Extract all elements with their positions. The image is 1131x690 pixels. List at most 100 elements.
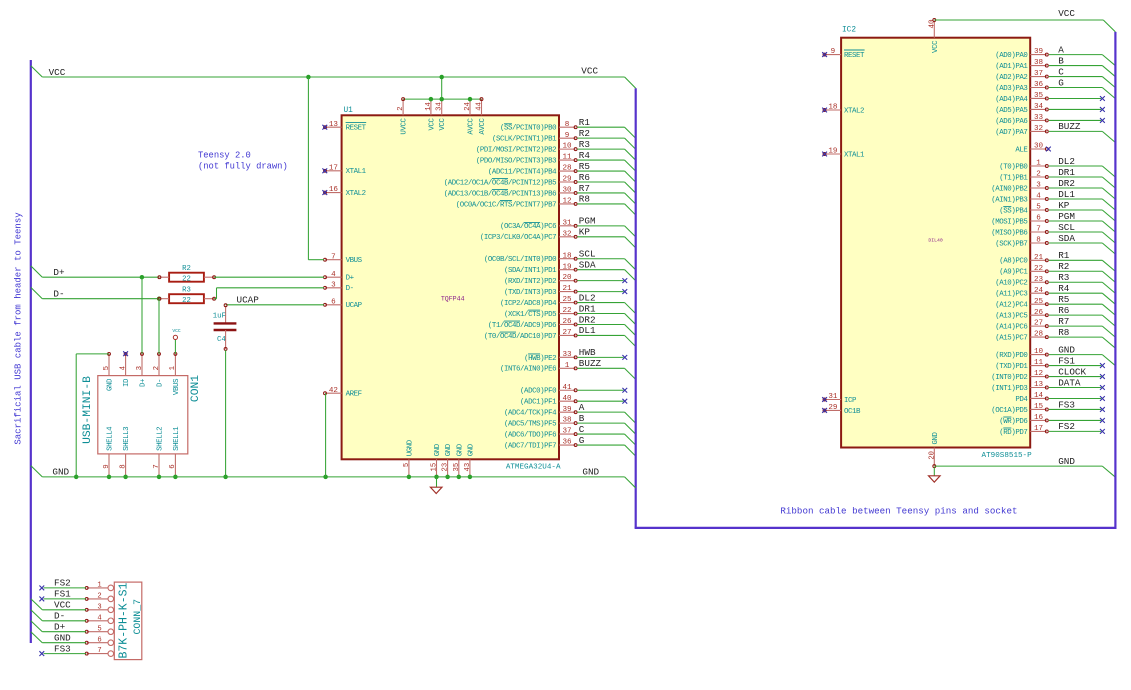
svg-text:(ADC13/OC1B/OC4B/PCINT13)PB6: (ADC13/OC1B/OC4B/PCINT13)PB6 xyxy=(444,190,556,198)
svg-text:SHELL1: SHELL1 xyxy=(173,426,181,451)
svg-text:6: 6 xyxy=(97,636,101,644)
svg-text:19: 19 xyxy=(562,263,572,271)
svg-text:R8: R8 xyxy=(1058,327,1069,338)
svg-text:22: 22 xyxy=(562,307,572,315)
svg-text:VBUS: VBUS xyxy=(173,378,181,395)
svg-text:(A8)PC0: (A8)PC0 xyxy=(999,258,1027,266)
svg-text:6: 6 xyxy=(331,298,336,306)
svg-text:40: 40 xyxy=(562,395,572,403)
svg-text:(AD7)PA7: (AD7)PA7 xyxy=(995,129,1027,137)
svg-text:1: 1 xyxy=(1036,160,1041,168)
svg-text:21: 21 xyxy=(1034,254,1044,262)
svg-text:D-: D- xyxy=(53,289,64,300)
svg-text:VCC: VCC xyxy=(439,118,447,131)
svg-text:ID: ID xyxy=(123,378,131,387)
svg-text:GND: GND xyxy=(932,431,940,444)
svg-text:R4: R4 xyxy=(579,150,591,161)
svg-text:9: 9 xyxy=(103,464,111,468)
svg-text:XTAL1: XTAL1 xyxy=(346,168,367,176)
svg-text:39: 39 xyxy=(562,406,572,414)
svg-text:SDA: SDA xyxy=(1058,233,1075,244)
svg-text:29: 29 xyxy=(562,176,572,184)
svg-text:32: 32 xyxy=(1034,125,1044,133)
svg-text:7: 7 xyxy=(97,647,101,655)
svg-text:22: 22 xyxy=(182,275,191,283)
svg-text:(A11)PC3: (A11)PC3 xyxy=(995,291,1027,299)
svg-text:XTAL1: XTAL1 xyxy=(844,151,865,159)
svg-text:ICP: ICP xyxy=(844,397,857,405)
svg-text:5: 5 xyxy=(103,366,111,370)
svg-text:(ADC12/OC1A/OC4B/PCINT12)PB5: (ADC12/OC1A/OC4B/PCINT12)PB5 xyxy=(444,179,556,187)
svg-text:34: 34 xyxy=(436,102,444,111)
svg-text:(RD)PD7: (RD)PD7 xyxy=(999,429,1027,437)
svg-text:40: 40 xyxy=(928,19,936,29)
svg-text:(ICP3/CLK0/OC4A)PC7: (ICP3/CLK0/OC4A)PC7 xyxy=(480,234,556,242)
svg-text:14: 14 xyxy=(1034,392,1044,400)
svg-text:DIL40: DIL40 xyxy=(928,238,943,244)
svg-text:D-: D- xyxy=(156,379,164,387)
svg-text:(AD2)PA2: (AD2)PA2 xyxy=(995,74,1027,82)
svg-text:Ribbon cable between Teensy pi: Ribbon cable between Teensy pins and soc… xyxy=(780,506,1017,517)
svg-text:(INT0)PD2: (INT0)PD2 xyxy=(991,374,1027,382)
svg-text:C: C xyxy=(579,424,585,435)
svg-text:(ICP2/ADC8)PD4: (ICP2/ADC8)PD4 xyxy=(500,300,557,308)
svg-text:VCC: VCC xyxy=(581,66,598,77)
svg-text:14: 14 xyxy=(425,102,433,111)
svg-text:AVCC: AVCC xyxy=(479,118,487,135)
svg-text:DATA: DATA xyxy=(1058,377,1081,388)
svg-text:12: 12 xyxy=(562,198,572,206)
svg-text:FS3: FS3 xyxy=(54,643,71,654)
svg-text:(not fully drawn): (not fully drawn) xyxy=(198,161,288,171)
svg-text:A: A xyxy=(1058,44,1064,55)
svg-text:31: 31 xyxy=(562,219,572,227)
svg-text:GND: GND xyxy=(1058,344,1075,355)
svg-text:4: 4 xyxy=(331,271,336,279)
svg-text:(A12)PC4: (A12)PC4 xyxy=(995,302,1028,310)
svg-text:RESET: RESET xyxy=(844,52,865,60)
svg-text:37: 37 xyxy=(1034,70,1043,78)
svg-text:4: 4 xyxy=(119,365,127,370)
svg-text:13: 13 xyxy=(1034,381,1044,389)
svg-text:3: 3 xyxy=(331,281,336,289)
svg-text:C4: C4 xyxy=(217,336,226,344)
svg-text:(RXD)PD0: (RXD)PD0 xyxy=(995,352,1027,360)
svg-text:R7: R7 xyxy=(1058,316,1069,327)
svg-text:1: 1 xyxy=(565,362,570,370)
svg-text:DR1: DR1 xyxy=(579,303,596,314)
svg-text:RESET: RESET xyxy=(346,125,367,133)
svg-text:SHELL3: SHELL3 xyxy=(123,427,131,451)
svg-text:(PDI/MOSI/PCINT2)PB2: (PDI/MOSI/PCINT2)PB2 xyxy=(476,147,556,155)
svg-text:(AD1)PA1: (AD1)PA1 xyxy=(995,63,1028,71)
svg-text:(PDO/MISO/PCINT3)PB3: (PDO/MISO/PCINT3)PB3 xyxy=(476,157,556,165)
svg-text:XTAL2: XTAL2 xyxy=(346,190,366,198)
svg-text:KP: KP xyxy=(579,227,591,238)
svg-text:UGND: UGND xyxy=(406,439,414,456)
svg-text:R8: R8 xyxy=(579,194,590,205)
svg-text:SCL: SCL xyxy=(579,249,596,260)
svg-text:DR2: DR2 xyxy=(579,314,596,325)
svg-text:(ADC0)PF0: (ADC0)PF0 xyxy=(520,388,556,396)
svg-text:D-: D- xyxy=(346,285,354,293)
svg-text:7: 7 xyxy=(331,253,336,261)
svg-text:PGM: PGM xyxy=(579,216,596,227)
svg-text:36: 36 xyxy=(562,439,572,447)
svg-text:R5: R5 xyxy=(1058,294,1069,305)
svg-text:FS2: FS2 xyxy=(1058,421,1075,432)
svg-text:15: 15 xyxy=(431,463,439,472)
svg-text:35: 35 xyxy=(1034,92,1044,100)
svg-text:42: 42 xyxy=(329,387,339,395)
svg-text:BUZZ: BUZZ xyxy=(579,358,602,369)
svg-text:G: G xyxy=(1058,77,1064,88)
svg-text:3: 3 xyxy=(1036,182,1041,190)
svg-text:(MOSI)PB5: (MOSI)PB5 xyxy=(991,218,1027,226)
svg-text:CON1: CON1 xyxy=(190,375,202,402)
svg-text:(AIN1)PB3: (AIN1)PB3 xyxy=(991,196,1027,204)
svg-text:AREF: AREF xyxy=(346,391,362,399)
svg-text:UCAP: UCAP xyxy=(237,295,260,306)
svg-text:D+: D+ xyxy=(53,267,65,278)
svg-text:TQFP44: TQFP44 xyxy=(441,296,465,303)
svg-text:G: G xyxy=(579,435,585,446)
svg-text:37: 37 xyxy=(562,428,571,436)
svg-text:(TXD/INT3)PD3: (TXD/INT3)PD3 xyxy=(504,289,556,297)
svg-text:(HWB)PE2: (HWB)PE2 xyxy=(524,355,556,363)
